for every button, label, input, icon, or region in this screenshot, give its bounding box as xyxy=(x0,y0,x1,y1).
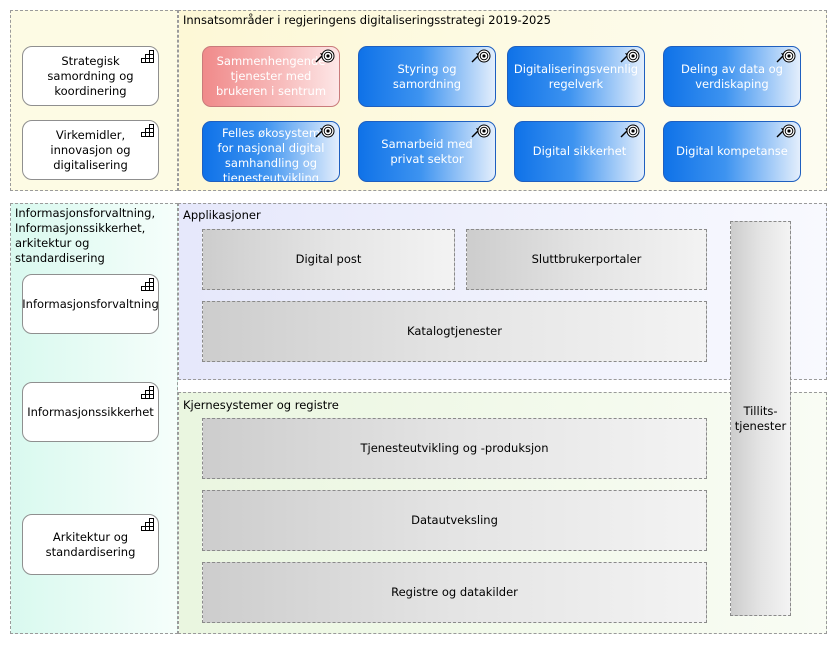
application-digital-post[interactable]: Digital post xyxy=(202,229,455,290)
core-systems-group-label: Kjernesystemer og registre xyxy=(183,398,339,412)
applications-group-label: Applikasjoner xyxy=(183,208,261,222)
capability-strategic-coordination[interactable]: Strategisk samordning og koordinering xyxy=(22,46,159,106)
trust-services[interactable]: Tillits- tjenester xyxy=(730,221,791,616)
application-catalog-services[interactable]: Katalogtjenester xyxy=(202,301,707,362)
goal-target-icon xyxy=(471,49,491,63)
capability-label: Strategisk samordning og koordinering xyxy=(47,53,134,98)
core-system-label: Tjenesteutvikling og -produksjon xyxy=(360,441,549,455)
capability-icon xyxy=(141,518,154,531)
capability-label: Arkitektur og standardisering xyxy=(45,529,136,559)
goal-label: Digital sikkerhet xyxy=(532,144,627,158)
goal-target-icon xyxy=(315,49,335,63)
goal-digital-friendly-regulation[interactable]: Digitaliseringsvennlig regelverk xyxy=(507,46,645,107)
strategy-area-label: Innsatsområder i regjeringens digitalise… xyxy=(183,13,551,27)
goal-target-icon xyxy=(776,49,796,63)
capability-icon xyxy=(141,278,154,291)
capability-architecture-standardization[interactable]: Arkitektur og standardisering xyxy=(22,514,159,575)
capability-information-management[interactable]: Informasjonsforvaltning xyxy=(22,274,159,334)
capability-label: Informasjonsforvaltning xyxy=(22,296,159,311)
goal-digital-security[interactable]: Digital sikkerhet xyxy=(514,121,645,182)
goal-data-sharing[interactable]: Deling av data og verdiskaping xyxy=(663,46,801,107)
capability-icon xyxy=(141,50,154,63)
goal-label: Digital kompetanse xyxy=(676,144,788,158)
capability-icon xyxy=(141,386,154,399)
goal-target-icon xyxy=(620,124,640,138)
capability-instruments-innovation[interactable]: Virkemidler, innovasjon og digitaliserin… xyxy=(22,120,159,180)
core-service-development[interactable]: Tjenesteutvikling og -produksjon xyxy=(202,418,707,479)
goal-digital-competence[interactable]: Digital kompetanse xyxy=(663,121,801,182)
core-registers-data-sources[interactable]: Registre og datakilder xyxy=(202,562,707,623)
goal-target-icon xyxy=(315,124,335,138)
goal-common-ecosystem[interactable]: Felles økosystem for nasjonal digital sa… xyxy=(202,121,340,182)
application-end-user-portals[interactable]: Sluttbrukerportaler xyxy=(466,229,707,290)
core-data-exchange[interactable]: Datautveksling xyxy=(202,490,707,551)
core-system-label: Registre og datakilder xyxy=(391,585,518,599)
goal-label: Digitaliseringsvennlig regelverk xyxy=(513,61,639,91)
capability-label: Virkemidler, innovasjon og digitaliserin… xyxy=(50,127,131,172)
core-system-label: Datautveksling xyxy=(411,513,498,527)
goal-target-icon xyxy=(620,49,640,63)
application-label: Sluttbrukerportaler xyxy=(531,252,642,266)
application-label: Katalogtjenester xyxy=(407,324,502,338)
application-label: Digital post xyxy=(295,252,362,266)
goal-target-icon xyxy=(471,124,491,138)
capability-icon xyxy=(141,124,154,137)
goal-coherent-services[interactable]: Sammenhengende tjenester med brukeren i … xyxy=(202,46,340,107)
goal-label: Sammenhengende tjenester med brukeren i … xyxy=(215,54,327,98)
goal-label: Felles økosystem for nasjonal digital sa… xyxy=(217,126,325,182)
goal-private-sector-cooperation[interactable]: Samarbeid med privat sektor xyxy=(358,121,496,182)
goal-target-icon xyxy=(776,124,796,138)
goal-label: Styring og samordning xyxy=(392,61,462,91)
info-management-group-label: Informasjonsforvaltning, Informasjonssik… xyxy=(15,206,156,265)
goal-label: Samarbeid med privat sektor xyxy=(381,136,473,166)
capability-information-security[interactable]: Informasjonssikkerhet xyxy=(22,382,159,442)
trust-services-label: Tillits- tjenester xyxy=(734,403,787,433)
goal-label: Deling av data og verdiskaping xyxy=(681,61,783,91)
capability-label: Informasjonssikkerhet xyxy=(27,404,154,419)
goal-governance-coordination[interactable]: Styring og samordning xyxy=(358,46,496,107)
